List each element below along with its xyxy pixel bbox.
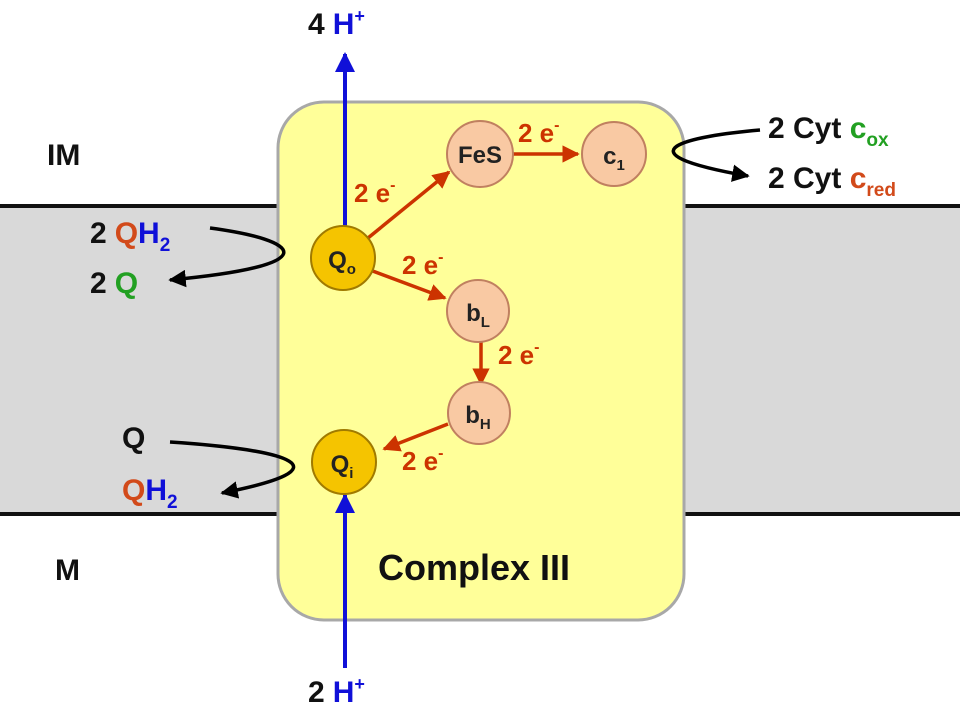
svg-text:Qo: Qo [328,247,356,278]
e-label-qo-bl: 2 e- [402,249,443,280]
arrow-bh-to-qi [382,422,449,452]
complex-label: Complex III [378,547,570,588]
q-in-lower-label: Q [122,422,145,455]
e-label-qo-fes: 2 e- [354,177,395,208]
svg-text:bL: bL [466,300,490,331]
e-label-fes-c1: 2 e- [518,117,559,148]
fes-node: FeS [446,120,514,188]
arrow-qo-to-bl [369,268,447,301]
svg-text:bH: bH [465,402,491,433]
cyt-ox-label: 2 Cyt cox [768,112,889,151]
e-label-bl-bh: 2 e- [498,339,539,370]
c1-node: c1 [581,121,647,187]
svg-text:FeS: FeS [458,142,502,169]
m-label: M [55,554,80,587]
qh2-out-lower-label: QH2 [122,474,178,513]
svg-text:Qi: Qi [331,451,354,482]
e-label-bh-qi: 2 e- [402,445,443,476]
cyt-red-label: 2 Cyt cred [768,162,896,201]
arrow-q-to-qh2 [169,440,296,499]
qo-node: Qo [310,225,376,291]
im-label: IM [47,139,80,172]
arrow-qh2-to-q [168,226,286,288]
bl-node: bL [446,279,510,343]
qi-node: Qi [311,429,377,495]
arrow-cytox-to-cytred [671,128,761,182]
svg-text:c1: c1 [603,143,625,174]
arrow-qo-to-fes [366,170,451,240]
bh-node: bH [447,381,511,445]
